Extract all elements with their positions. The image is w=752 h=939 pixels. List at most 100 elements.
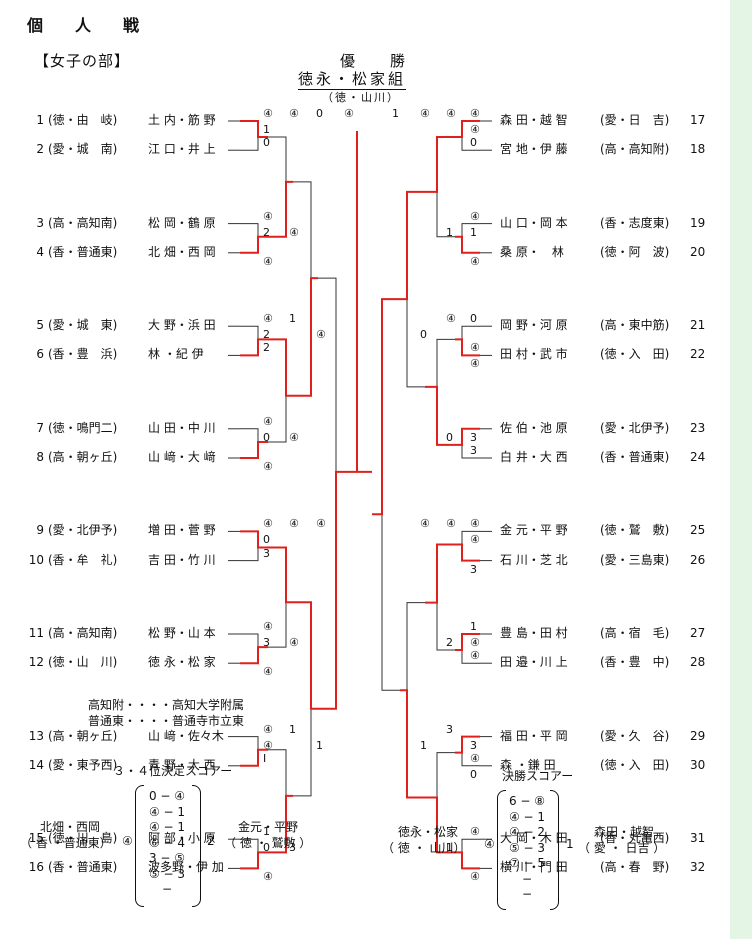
entry-team: (徳・鷲 敷) bbox=[600, 523, 670, 538]
entry-team: (高・朝ヶ丘) bbox=[48, 450, 118, 464]
right-round1-score: ④ bbox=[470, 123, 480, 136]
right-winner-line bbox=[400, 689, 425, 799]
left-entry-13: 13(高・朝ヶ丘)山 﨑・佐々木 bbox=[24, 729, 224, 743]
entry-number: 9 bbox=[36, 523, 44, 538]
entry-players: 北 畑・西 岡 bbox=[148, 244, 216, 259]
right-loser-line bbox=[381, 514, 400, 691]
entry-players: 青 野・大 西 bbox=[148, 757, 216, 772]
left-round1-score: 1 bbox=[263, 825, 270, 839]
entry-number: 4 bbox=[36, 244, 44, 259]
entry-team: (香・牟 礼) bbox=[48, 552, 118, 567]
entry-team: (高・高知附) bbox=[600, 142, 670, 157]
final-right-score: 1 bbox=[566, 837, 574, 851]
left-round2-score: 1 bbox=[289, 312, 296, 326]
entry-number: 24 bbox=[690, 450, 706, 464]
game-score: ④ − 1 bbox=[148, 820, 186, 834]
left-entry-5: 5(愛・城 東)大 野・浜 田 bbox=[24, 318, 215, 332]
entry-number: 12 bbox=[28, 655, 44, 670]
left-loser-line bbox=[318, 277, 337, 472]
game-score: − bbox=[521, 871, 533, 886]
left-round1-score: 0 bbox=[263, 841, 270, 855]
right-round1-score: 1 bbox=[470, 620, 477, 633]
right-loser-line bbox=[461, 325, 480, 340]
left-round1-score: 0 bbox=[263, 430, 270, 444]
entry-players: 波多野・伊 加 bbox=[148, 860, 224, 875]
left-loser-line bbox=[240, 325, 259, 340]
game-score: ⑤ − 3 bbox=[508, 840, 546, 855]
right-loser-line bbox=[461, 137, 480, 151]
right-loser-line bbox=[406, 602, 425, 691]
left-loser-line bbox=[240, 838, 259, 853]
entry-players: 林 ・紀 伊 bbox=[148, 347, 204, 362]
entry-players: 佐 伯・池 原 bbox=[500, 420, 568, 435]
entry-players: 土 内・筋 野 bbox=[148, 113, 216, 127]
third-place-right-name: 金元・平野 bbox=[238, 820, 299, 834]
right-entry-24: 白 井・大 西 (香・普通東) 24 bbox=[500, 450, 705, 464]
left-loser-line bbox=[268, 602, 287, 648]
right-entry-20: 桑 原・ 林(徳・阿 波)20 bbox=[500, 245, 705, 259]
champion-label: 優 勝 bbox=[340, 52, 416, 70]
left-winner-line bbox=[240, 120, 268, 139]
left-round1-score: 2 bbox=[263, 225, 270, 239]
entry-players: 山 﨑・大 﨑 bbox=[148, 450, 216, 464]
entry-team: (香・丸亀西) bbox=[600, 831, 670, 846]
entry-number: 19 bbox=[690, 215, 706, 230]
left-entry-7: 7(徳・鳴門二)山 田・中 川 bbox=[24, 421, 215, 435]
left-round1-score: ④ bbox=[263, 870, 273, 884]
right-round1-score: ④ bbox=[470, 254, 480, 268]
entry-team: (香・豊 浜) bbox=[48, 347, 118, 362]
right-winner-line bbox=[455, 427, 480, 446]
right-round1-score: ④ bbox=[470, 341, 480, 355]
abbreviation-note-1: 高知附・・・・高知大学附属 bbox=[88, 698, 245, 712]
final-left-score: ④ bbox=[484, 837, 495, 851]
right-round1-score: 3 bbox=[470, 430, 477, 444]
page-title: 個 人 戦 bbox=[27, 16, 148, 35]
entry-team: (愛・三島東) bbox=[600, 552, 670, 567]
entry-players: 豊 島・田 村 bbox=[500, 626, 568, 640]
right-round1-score: ④ bbox=[470, 649, 480, 663]
entry-number: 11 bbox=[28, 626, 44, 640]
right-round2-score: 2 bbox=[446, 636, 453, 649]
left-round3-score: ④ bbox=[316, 328, 326, 342]
entry-number: 16 bbox=[28, 860, 44, 875]
entry-number: 14 bbox=[28, 757, 44, 772]
third-place-left-name: 北畑・西岡 bbox=[40, 820, 101, 834]
entry-team: (香・普通東) bbox=[600, 450, 670, 464]
right-round1-score: ④ bbox=[470, 107, 480, 120]
right-winner-line bbox=[425, 385, 455, 446]
left-round1-score: 0 bbox=[263, 533, 270, 547]
entry-number: 15 bbox=[28, 831, 44, 846]
right-entry-31: 大 岡・木 田(香・丸亀西)31 bbox=[500, 831, 705, 845]
entry-team: (愛・北伊予) bbox=[600, 420, 670, 435]
left-winner-line bbox=[268, 794, 293, 854]
right-round3-score: ④ bbox=[420, 517, 430, 531]
left-round2-score: ④ bbox=[289, 636, 299, 649]
right-round1-score: ④ bbox=[470, 751, 480, 765]
left-winner-line bbox=[268, 180, 293, 238]
entry-number: 17 bbox=[690, 113, 706, 127]
right-loser-line bbox=[436, 602, 455, 651]
right-round3-score: ④ bbox=[420, 107, 430, 120]
third-place-right-team: （ 徳 ・ 鷲敷 ） bbox=[224, 836, 312, 850]
entry-players: 森 ・鎌 田 bbox=[500, 757, 556, 772]
right-winner-line bbox=[455, 543, 480, 562]
entry-team: (愛・北伊予) bbox=[48, 523, 118, 538]
left-loser-line bbox=[293, 181, 312, 279]
left-round3-score: 1 bbox=[316, 738, 323, 752]
left-entry-15: 15(徳・川 島)阿 部・小 原 bbox=[24, 831, 216, 845]
right-winner-line bbox=[425, 543, 455, 604]
left-round1-score: ④ bbox=[263, 722, 273, 736]
left-round1-score: 1 bbox=[263, 123, 270, 136]
right-round1-score: 1 bbox=[470, 225, 477, 239]
left-entry-8: 8(高・朝ヶ丘)山 﨑・大 﨑 bbox=[24, 450, 216, 464]
left-winner-line bbox=[293, 277, 318, 397]
third-place-title: ３・４位決定スコアー bbox=[113, 764, 233, 778]
entry-players: 白 井・大 西 bbox=[500, 450, 568, 464]
entry-team: (徳・川 島) bbox=[48, 831, 118, 846]
final-right-team: （ 愛 ・ 日吉 ） bbox=[578, 841, 666, 855]
right-round2-score: 1 bbox=[446, 841, 453, 855]
left-loser-line bbox=[240, 633, 259, 648]
left-entry-16: 16(香・普通東)波多野・伊 加 bbox=[24, 860, 224, 874]
left-entry-1: 1(徳・由 岐)土 内・筋 野 bbox=[24, 113, 216, 127]
final-right-name: 森田・越智 bbox=[594, 825, 655, 839]
